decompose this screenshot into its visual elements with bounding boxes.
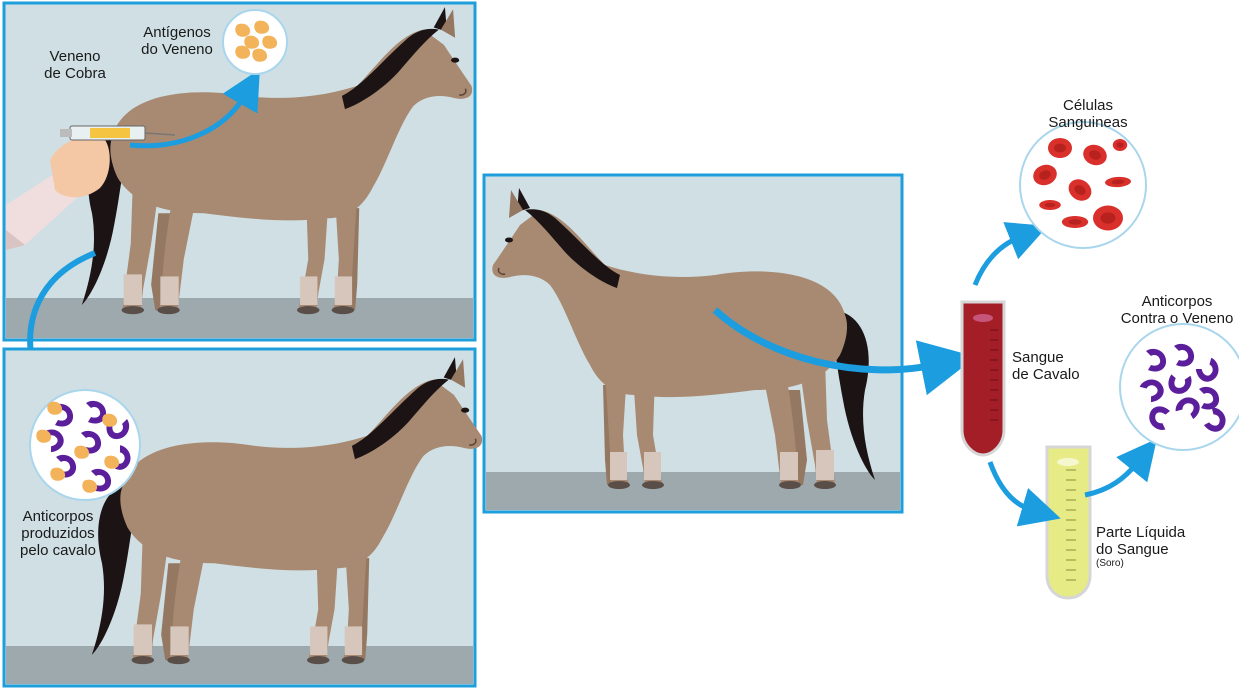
antibodies-antigens-circle xyxy=(30,390,140,500)
venom-label: Veneno de Cobra xyxy=(30,48,120,82)
antigens-label-line2: do Veneno xyxy=(132,41,222,58)
arrow-to-antivenom xyxy=(1085,462,1138,495)
antibodies-label-line3: pelo cavalo xyxy=(8,542,108,559)
venom-label-line1: Veneno xyxy=(30,48,120,65)
arrow-to-serum xyxy=(990,462,1032,510)
antigens-circle xyxy=(223,10,287,74)
serum-note: (Soro) xyxy=(1096,558,1216,570)
blood-tube xyxy=(962,302,1004,455)
horse-blood-label-line1: Sangue xyxy=(1012,349,1112,366)
horse-blood-label-line2: de Cavalo xyxy=(1012,366,1112,383)
serum-label-line1: Parte Líquida xyxy=(1096,524,1216,541)
floor xyxy=(6,646,473,684)
antigens-label: Antígenos do Veneno xyxy=(132,24,222,58)
horse-blood-label: Sangue de Cavalo xyxy=(1012,349,1112,383)
antibodies-label-line2: produzidos xyxy=(8,525,108,542)
blood-cells-label: Células Sanguineas xyxy=(1038,97,1138,131)
antigens-label-line1: Antígenos xyxy=(132,24,222,41)
antibodies-produced-label: Anticorpos produzidos pelo cavalo xyxy=(8,508,108,559)
floor xyxy=(486,472,900,510)
blood-cells-label-line2: Sanguineas xyxy=(1038,114,1138,131)
floor xyxy=(6,298,473,338)
antivenom-antibodies-circle xyxy=(1120,324,1239,450)
antibodies-label-line1: Anticorpos xyxy=(8,508,108,525)
serum-label-line2: do Sangue xyxy=(1096,541,1216,558)
antivenom-label: Anticorpos Contra o Veneno xyxy=(1118,293,1236,327)
arrow-to-blood-cells xyxy=(975,237,1020,285)
blood-collection-panel xyxy=(484,175,902,512)
antivenom-label-line1: Anticorpos xyxy=(1118,293,1236,310)
antivenom-label-line2: Contra o Veneno xyxy=(1118,310,1236,327)
blood-cells-circle xyxy=(1020,122,1146,248)
serum-tube xyxy=(1047,447,1090,598)
venom-label-line2: de Cobra xyxy=(30,65,120,82)
blood-cells-label-line1: Células xyxy=(1038,97,1138,114)
serum-label: Parte Líquida do Sangue (Soro) xyxy=(1096,524,1216,570)
